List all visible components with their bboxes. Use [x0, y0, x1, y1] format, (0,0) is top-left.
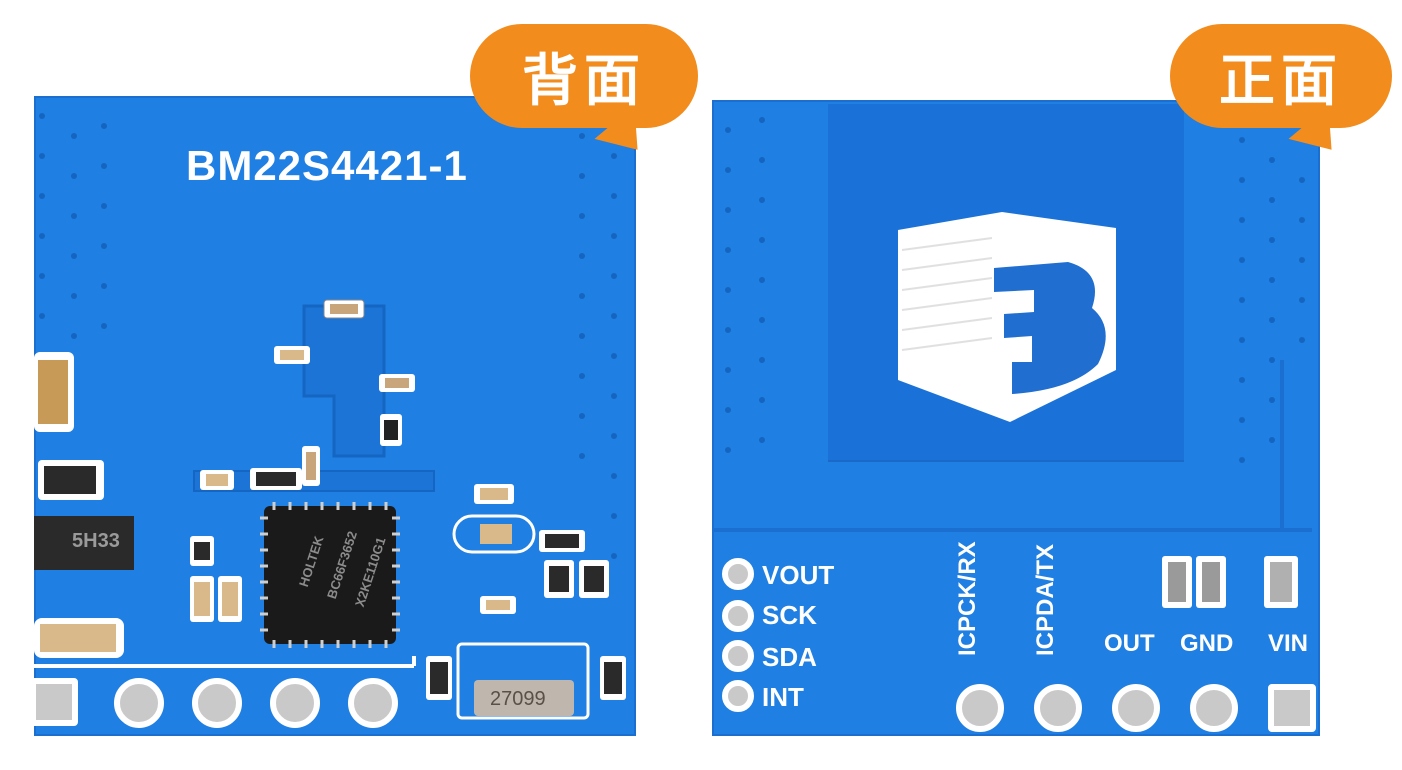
pad-5	[348, 678, 398, 728]
pad-2	[114, 678, 164, 728]
transistor-5h33	[34, 516, 134, 570]
crystal-label: 27099	[490, 688, 546, 710]
front-pcb-board: VOUT SCK SDA INT ICPCK/RX ICPDA/TX OUT G…	[712, 100, 1320, 736]
pad-vin	[1268, 684, 1316, 732]
front-pcb-artwork	[712, 104, 1312, 608]
pin-label-sda: SDA	[762, 642, 817, 672]
pin-hole-sda	[722, 640, 754, 672]
model-label: BM22S4421-1	[186, 142, 468, 189]
back-pcb-artwork	[34, 113, 626, 720]
via-dots-right	[579, 133, 617, 559]
pin-label-int: INT	[762, 682, 804, 712]
smd-components	[190, 299, 626, 700]
pin-label-vout: VOUT	[762, 560, 835, 590]
front-via-dots	[725, 117, 1305, 463]
pad-1	[30, 678, 78, 726]
brand-logo-cube	[898, 212, 1116, 422]
pad-4	[270, 678, 320, 728]
pin-label-icpck-rx: ICPCK/RX	[954, 541, 981, 656]
pin-label-icpda-tx: ICPDA/TX	[1032, 543, 1059, 656]
callout-back: 背面	[470, 24, 698, 128]
pin-label-vin: VIN	[1268, 630, 1309, 657]
pad-gnd	[1190, 684, 1238, 732]
pad-icpda	[1034, 684, 1082, 732]
pin-label-sck: SCK	[762, 600, 817, 630]
chip-pins	[260, 502, 400, 648]
mcu-chip	[264, 506, 396, 644]
callout-front: 正面	[1170, 24, 1392, 128]
pad-icpck	[956, 684, 1004, 732]
pad-out	[1112, 684, 1160, 732]
crystal-outline	[456, 642, 590, 720]
crystal-body	[474, 680, 574, 716]
via-dots-left	[39, 113, 107, 339]
back-pcb-board: BM22S4421-1 HOLTEK BC66F3652 X2KE110G1 5…	[30, 96, 636, 736]
pin-label-gnd: GND	[1180, 630, 1234, 657]
pad-3	[192, 678, 242, 728]
pin-hole-int	[722, 680, 754, 712]
pin-label-out: OUT	[1104, 630, 1155, 657]
pin-hole-sck	[722, 600, 754, 632]
copper-trace	[302, 304, 386, 458]
pin-hole-vout	[722, 558, 754, 590]
transistor-label: 5H33	[72, 530, 120, 552]
